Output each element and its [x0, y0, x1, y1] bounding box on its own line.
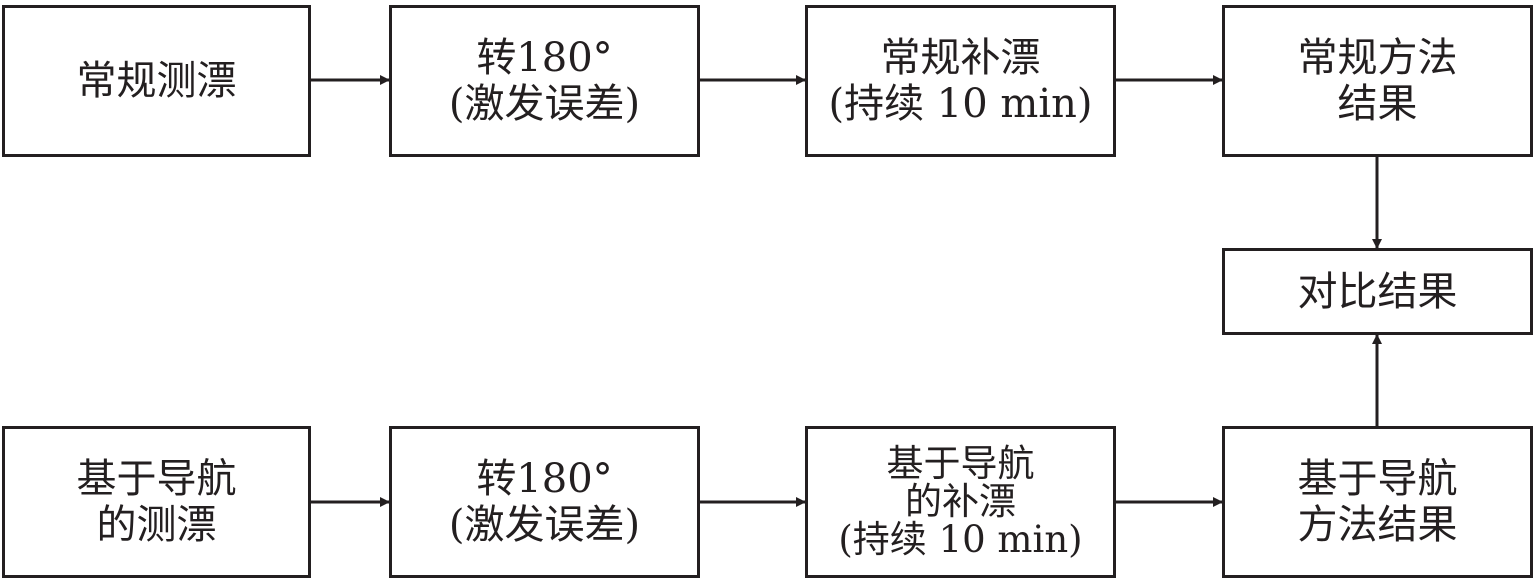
node-label-line: (持续 10 min)	[828, 81, 1093, 127]
node-rotate-180-navigation: 转180° (激发误差)	[389, 426, 700, 578]
node-conventional-result: 常规方法 结果	[1222, 5, 1533, 157]
node-navigation-result: 基于导航 方法结果	[1222, 426, 1533, 578]
node-label-line: 基于导航	[1297, 456, 1458, 502]
node-rotate-180-conventional: 转180° (激发误差)	[389, 5, 700, 157]
node-label-line: 基于导航	[76, 456, 237, 502]
node-label-line: 常规测漂	[76, 58, 237, 104]
node-conventional-compensation: 常规补漂 (持续 10 min)	[805, 5, 1116, 157]
node-conventional-drift-test: 常规测漂	[2, 5, 311, 157]
node-label-line: 转180°	[476, 35, 613, 81]
node-label-line: (激发误差)	[448, 81, 641, 127]
node-label-line: 常规方法	[1297, 35, 1458, 81]
node-navigation-compensation: 基于导航 的补漂 (持续 10 min)	[805, 426, 1116, 578]
node-label-line: 结果	[1337, 81, 1418, 127]
node-label-line: 转180°	[476, 456, 613, 502]
node-label-line: (激发误差)	[448, 502, 641, 548]
node-label-line: 的补漂	[905, 480, 1016, 524]
node-label-line: 基于导航	[886, 442, 1035, 486]
node-navigation-drift-test: 基于导航 的测漂	[2, 426, 311, 578]
node-label-line: 方法结果	[1297, 502, 1458, 548]
node-label-line: 的测漂	[96, 502, 217, 548]
node-label-line: 对比结果	[1297, 268, 1458, 315]
node-label-line: (持续 10 min)	[838, 517, 1083, 561]
node-label-line: 常规补漂	[880, 35, 1041, 81]
node-compare-results: 对比结果	[1222, 248, 1533, 335]
